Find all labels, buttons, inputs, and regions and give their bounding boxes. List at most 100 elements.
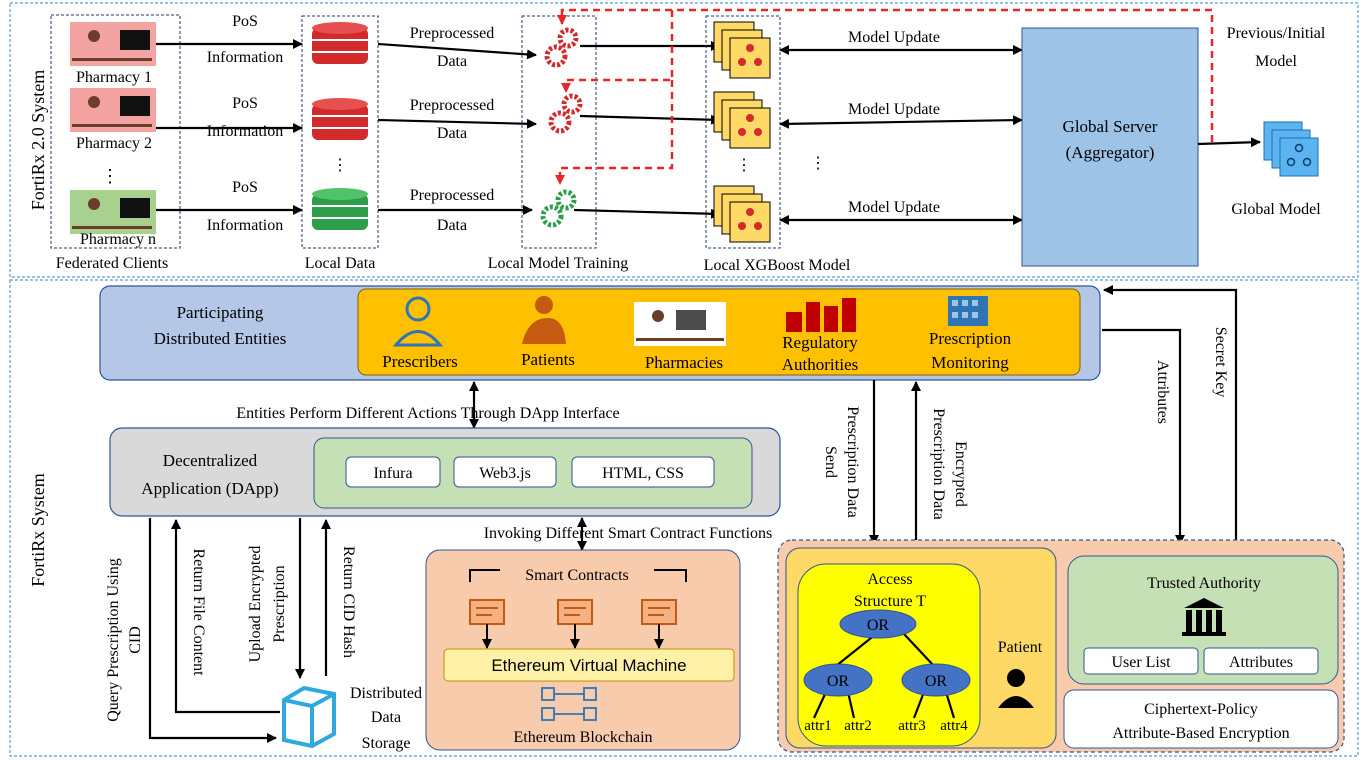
- model-update-label-2: Model Update: [848, 101, 940, 118]
- query-label-2: CID: [127, 626, 144, 654]
- database-red-icon-1: [312, 22, 368, 64]
- invoking-label: Invoking Different Smart Contract Functi…: [484, 525, 773, 542]
- blockchain-icon: [541, 687, 597, 721]
- tech-infura: Infura: [373, 465, 412, 482]
- prev-model-label-2: Model: [1255, 53, 1297, 70]
- pos-label-na: PoS: [232, 179, 258, 196]
- gear-icon-red-2: [548, 93, 583, 134]
- pos-label-nb: Information: [207, 217, 283, 234]
- pharmacy-icon: [634, 302, 726, 346]
- access-label-2: Structure T: [854, 593, 926, 610]
- attr3-label: attr3: [898, 718, 926, 734]
- attributes-box: [1203, 647, 1319, 675]
- database-red-icon-2: [312, 98, 368, 140]
- xgboost-model-icon-2: [713, 91, 771, 149]
- entities-title-1: Participating: [177, 303, 264, 322]
- tech-html-box: [571, 456, 715, 488]
- cpabe-label-1: Ciphertext-Policy: [1144, 701, 1258, 718]
- cpabe-label-2: Attribute-Based Encryption: [1112, 725, 1289, 742]
- global-server-line1: Global Server: [1063, 117, 1158, 136]
- tech-html-css: HTML, CSS: [602, 465, 684, 482]
- or-node-right: [901, 663, 971, 697]
- prescriber-icon: [392, 296, 444, 347]
- xgb-ellipsis: ⋮: [736, 157, 752, 174]
- patient-label: Patient: [998, 639, 1043, 656]
- global-model-icon: [1263, 121, 1319, 177]
- upload-label-1: Upload Encrypted: [247, 546, 264, 663]
- send-label-2: Prescription Data: [844, 406, 861, 518]
- query-arrow: [148, 518, 277, 743]
- attributes-arrow: [1102, 328, 1185, 545]
- pos-label-1b: Information: [207, 49, 283, 66]
- pos-label-2a: PoS: [232, 95, 258, 112]
- tech-web3: Web3.js: [479, 465, 531, 482]
- model-update-label-1: Model Update: [848, 29, 940, 46]
- institution-icon: [1182, 598, 1226, 636]
- attr2-label: attr2: [844, 718, 872, 734]
- dapp-interface-label: Entities Perform Different Actions Throu…: [236, 405, 619, 422]
- gear-icon-red-1: [544, 27, 579, 68]
- trusted-authority-label: Trusted Authority: [1147, 575, 1261, 592]
- pharmacy-2-label: Pharmacy 2: [76, 135, 152, 152]
- evm-label: Ethereum Virtual Machine: [491, 656, 686, 675]
- entity-monitoring-1: Prescription: [929, 329, 1012, 348]
- pre-label-2b: Data: [437, 125, 467, 142]
- entity-regulatory-1: Regulatory: [782, 333, 858, 352]
- xgb-group: [705, 15, 781, 249]
- model-update-label-n: Model Update: [848, 199, 940, 216]
- pharmacy-n-label: Pharmacy n: [80, 231, 156, 248]
- or-node-left: [803, 663, 873, 697]
- enc-label-2: Prescription Data: [930, 408, 947, 520]
- access-label-1: Access: [867, 571, 912, 588]
- user-list-box: [1083, 647, 1199, 675]
- contracts-bracket-left: [469, 569, 500, 582]
- patient-person-icon: [998, 669, 1034, 708]
- upload-label-2: Prescription: [271, 565, 288, 642]
- global-server-box: [1021, 27, 1199, 267]
- train-arrow-2: [579, 114, 721, 125]
- global-server-line2: (Aggregator): [1066, 143, 1155, 162]
- tech-web3-box: [453, 456, 557, 488]
- database-green-icon: [312, 188, 368, 230]
- attributes-arrow-label: Attributes: [1154, 360, 1171, 424]
- secret-key-label: Secret Key: [1212, 327, 1229, 398]
- storage-label-3: Storage: [362, 735, 411, 752]
- global-model-arrow: [1197, 137, 1261, 148]
- bottom-system-label: FortiRx System: [28, 473, 48, 587]
- pharmacy-n-icon: [70, 190, 156, 234]
- tech-infura-box: [345, 456, 441, 488]
- query-label-1: Query Prescription Using: [105, 558, 122, 722]
- storage-label-2: Data: [371, 709, 401, 726]
- or-root-label: OR: [867, 617, 890, 634]
- entity-prescribers: Prescribers: [382, 352, 458, 371]
- clients-ellipsis: ⋮: [101, 166, 119, 186]
- pharmacy-2-icon: [70, 88, 156, 132]
- return-file-label: Return File Content: [190, 548, 207, 676]
- enc-label-1: Encrypted: [952, 441, 969, 507]
- prev-model-label-1: Previous/Initial: [1227, 25, 1326, 42]
- pos-label-1a: PoS: [232, 13, 258, 30]
- clients-group: [50, 14, 181, 249]
- model-update-arrow-2: [779, 115, 1023, 129]
- preprocessed-arrow-2: [377, 118, 537, 129]
- patient-icon: [522, 296, 566, 344]
- entity-monitoring-2: Monitoring: [931, 353, 1009, 372]
- attr1-label: attr1: [804, 718, 832, 734]
- entity-regulatory-2: Authorities: [782, 355, 859, 374]
- global-model-label: Global Model: [1231, 201, 1321, 218]
- entities-title-2: Distributed Entities: [154, 329, 287, 348]
- monitoring-building-icon: [948, 296, 988, 326]
- pre-label-1b: Data: [437, 53, 467, 70]
- entity-pharmacies: Pharmacies: [645, 353, 723, 372]
- user-list-label: User List: [1111, 654, 1171, 671]
- dapp-label-1: Decentralized: [163, 451, 258, 470]
- smart-contracts-label: Smart Contracts: [525, 567, 629, 584]
- local-data-caption: Local Data: [305, 255, 376, 272]
- federated-clients-caption: Federated Clients: [56, 255, 168, 272]
- dapp-label-2: Application (DApp): [141, 479, 278, 498]
- pharmacy-1-icon: [70, 22, 156, 66]
- update-ellipsis: ⋮: [810, 155, 826, 172]
- or-right-label: OR: [925, 673, 948, 690]
- pos-label-2b: Information: [207, 123, 283, 140]
- eth-blockchain-label: Ethereum Blockchain: [513, 729, 652, 746]
